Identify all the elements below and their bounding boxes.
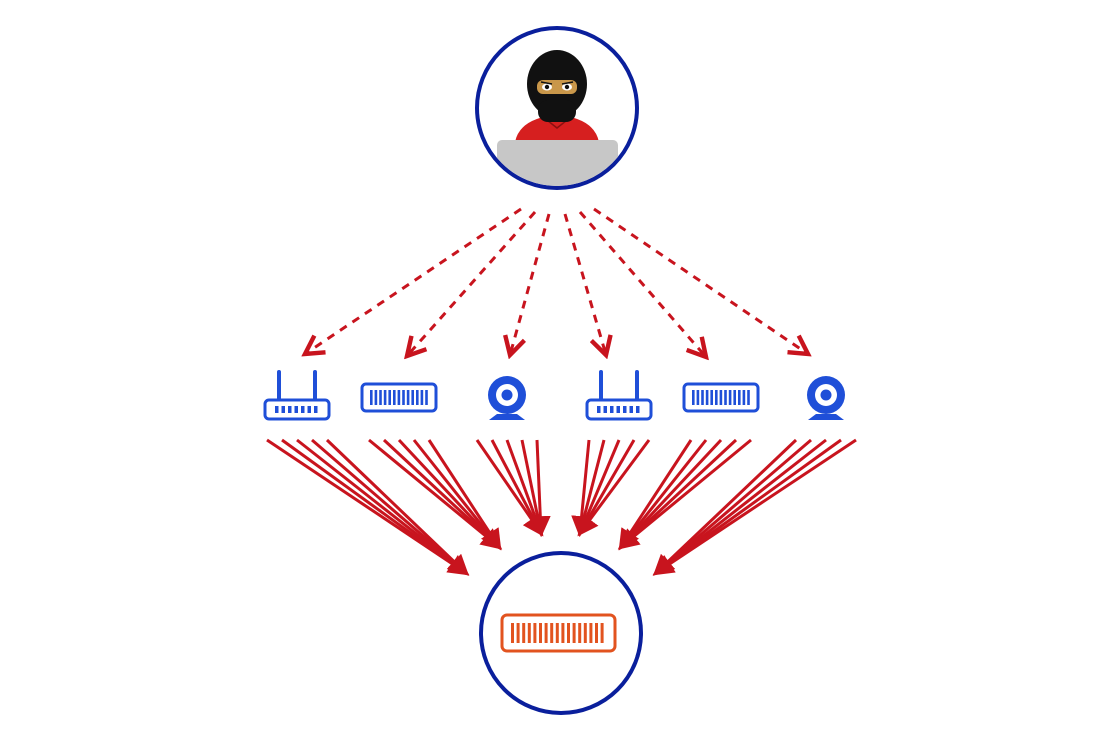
command-link: [563, 213, 606, 355]
attack-link: [296, 438, 467, 575]
attack-link: [617, 438, 752, 550]
botnet-devices: [263, 370, 845, 421]
webcam-icon: [488, 376, 526, 420]
attack-link: [281, 438, 467, 575]
command-link: [305, 207, 522, 354]
wifi-router-icon: [585, 370, 653, 421]
network-switch-icon: [360, 382, 438, 413]
attack-link: [652, 438, 857, 576]
network-switch-icon: [682, 382, 760, 413]
command-link: [510, 213, 551, 355]
wifi-router-icon: [263, 370, 331, 421]
attack-links: [266, 438, 857, 576]
command-link: [578, 211, 706, 357]
command-link: [407, 211, 537, 356]
command-link: [593, 207, 808, 354]
webcam-icon: [807, 376, 845, 420]
attack-link: [427, 439, 502, 551]
attack-link: [490, 439, 543, 534]
command-links: [305, 207, 808, 357]
masked-hacker-with-laptop-icon: [497, 50, 618, 186]
attack-link: [619, 439, 708, 548]
attack-link: [652, 438, 798, 576]
attack-link: [325, 438, 470, 576]
attack-link: [529, 439, 551, 538]
attack-link: [368, 438, 503, 550]
server-icon: [500, 613, 617, 653]
attack-link: [382, 438, 501, 549]
attack-link: [577, 439, 651, 537]
attack-link: [311, 438, 467, 575]
attack-link: [655, 438, 812, 575]
attacker-node: [475, 26, 639, 190]
target-node: [479, 551, 643, 715]
